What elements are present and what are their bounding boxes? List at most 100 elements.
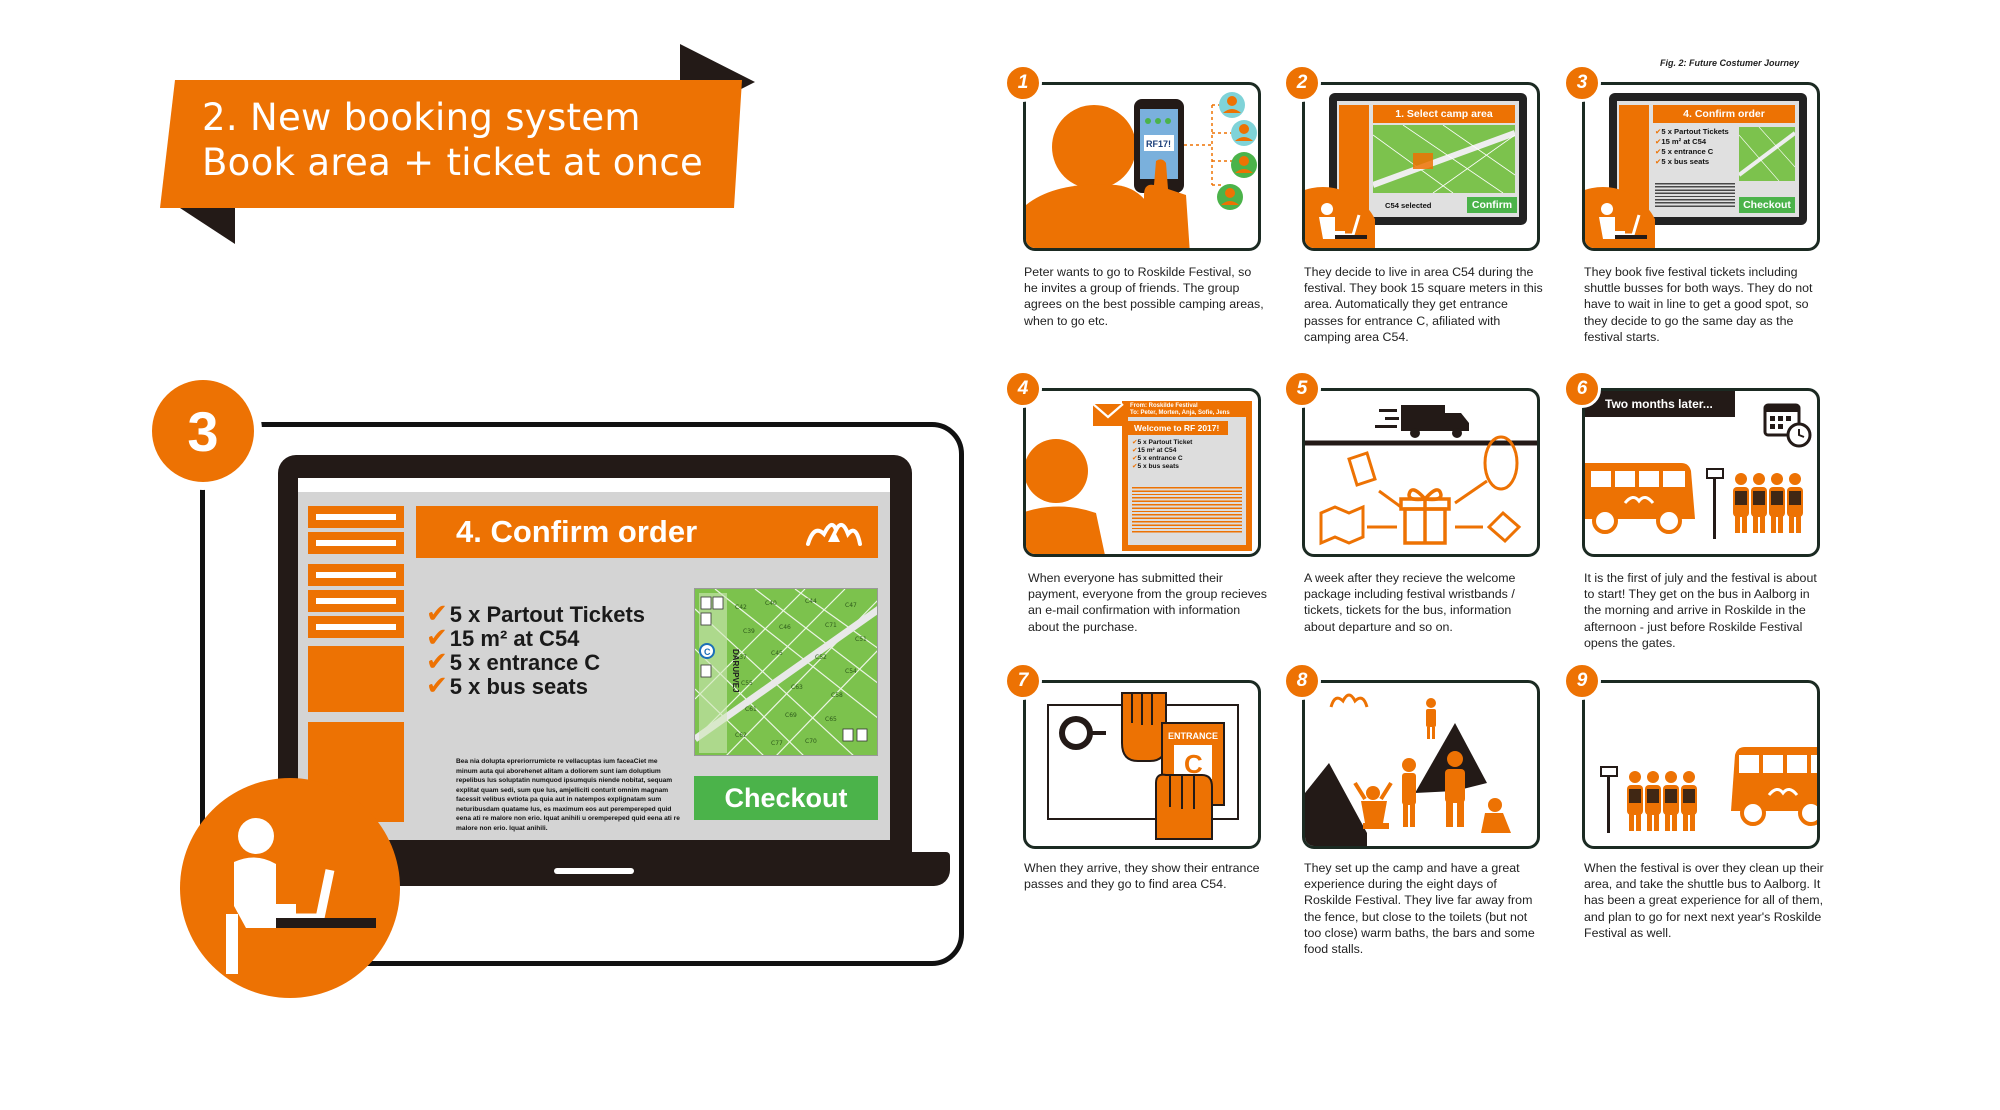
selection-status: C54 selected bbox=[1385, 201, 1432, 210]
friends-invite-illustration: RF17! bbox=[1026, 92, 1257, 248]
step-number-badge: 1 bbox=[1004, 64, 1042, 102]
step-number-badge: 3 bbox=[1563, 64, 1601, 102]
confirm-button[interactable]: Confirm bbox=[1467, 197, 1517, 213]
story-panel-9 bbox=[1582, 680, 1820, 849]
friend-avatar-icon bbox=[1217, 92, 1257, 210]
email-to: To: Peter, Morten, Anja, Sofie, Jens bbox=[1130, 410, 1230, 416]
story-panel-3: 4. Confirm order ✔5 x Partout Tickets ✔1… bbox=[1582, 82, 1820, 251]
title-banner: 2. New booking system Book area + ticket… bbox=[160, 40, 760, 250]
order-item: ✔15 m² at C54 bbox=[426, 622, 580, 652]
festival-logo-icon bbox=[1329, 693, 1369, 708]
camping-illustration bbox=[1305, 693, 1511, 846]
checkout-button[interactable]: Checkout bbox=[1739, 197, 1795, 213]
svg-text:RF17!: RF17! bbox=[1146, 139, 1171, 149]
map-icon bbox=[1319, 504, 1365, 546]
email-subject: Welcome to RF 2017! bbox=[1128, 421, 1228, 435]
entrance-pass-illustration: ENTRANCE C bbox=[1047, 692, 1239, 840]
person-at-laptop-icon bbox=[1585, 187, 1655, 248]
svg-text:C77: C77 bbox=[771, 740, 783, 747]
step-caption: When they arrive, they show their entran… bbox=[1024, 861, 1260, 892]
order-item: ✔15 m² at C54 bbox=[1132, 447, 1177, 454]
banner-line-1: 2. New booking system bbox=[202, 96, 641, 139]
sidebar-menu-item[interactable] bbox=[308, 616, 404, 638]
step-caption: When everyone has submitted their paymen… bbox=[1028, 571, 1267, 634]
svg-text:C40: C40 bbox=[765, 600, 777, 607]
person-icon bbox=[1353, 698, 1511, 833]
sidebar-menu-item[interactable] bbox=[308, 564, 404, 586]
step-caption: They book five festival tickets includin… bbox=[1584, 265, 1813, 344]
mail-icon bbox=[1092, 403, 1124, 426]
order-description: Bea nia dolupta epreriorrumicte re vella… bbox=[456, 758, 680, 832]
person-icon bbox=[226, 818, 376, 974]
person-at-laptop-icon bbox=[180, 778, 400, 998]
checkmark-icon: ✔ bbox=[426, 622, 448, 652]
story-panel-7: ENTRANCE C bbox=[1023, 680, 1261, 849]
confirm-order-title: 4. Confirm order bbox=[1653, 105, 1795, 123]
bus-icon bbox=[1585, 463, 1695, 534]
order-item: ✔5 x bus seats bbox=[1132, 463, 1179, 470]
ticket-icon bbox=[1486, 510, 1522, 544]
svg-text:C47: C47 bbox=[845, 602, 857, 609]
step-caption: Peter wants to go to Roskilde Festival, … bbox=[1024, 265, 1264, 328]
order-item: ✔5 x Partout Ticket bbox=[1132, 439, 1193, 446]
story-panel-2: 1. Select camp area C54 selected Confirm bbox=[1302, 82, 1540, 251]
laptop-screen: 4. Confirm order ✔5 x Partout Tickets ✔1… bbox=[298, 478, 890, 840]
svg-text:C52: C52 bbox=[815, 654, 827, 661]
checkout-button[interactable]: Checkout bbox=[694, 776, 878, 820]
scanner-icon bbox=[1059, 716, 1106, 750]
sidebar-menu-item[interactable] bbox=[308, 532, 404, 554]
sidebar-menu-item[interactable] bbox=[308, 590, 404, 612]
story-panel-8 bbox=[1302, 680, 1540, 849]
select-camp-title: 1. Select camp area bbox=[1373, 105, 1515, 123]
map-icon bbox=[1739, 127, 1795, 181]
step-number-badge: 6 bbox=[1563, 370, 1601, 408]
order-item: ✔15 m² at C54 bbox=[1655, 137, 1707, 146]
map-icon bbox=[1373, 125, 1515, 193]
svg-text:C39: C39 bbox=[743, 628, 755, 635]
svg-text:C70: C70 bbox=[805, 738, 817, 745]
sidebar-menu-item[interactable] bbox=[308, 506, 404, 528]
svg-text:C55: C55 bbox=[741, 680, 753, 687]
svg-text:C54: C54 bbox=[845, 668, 857, 675]
banner-line-2: Book area + ticket at once bbox=[202, 141, 704, 184]
svg-text:C65: C65 bbox=[825, 716, 837, 723]
return-trip-illustration bbox=[1600, 747, 1817, 833]
clock-icon bbox=[1786, 422, 1812, 448]
person-icon bbox=[1026, 439, 1105, 554]
step-caption: It is the first of july and the festival… bbox=[1584, 571, 1817, 650]
step-caption: When the festival is over they clean up … bbox=[1584, 861, 1824, 940]
figure-caption: Fig. 2: Future Costumer Journey bbox=[1660, 58, 1800, 68]
checkmark-icon: ✔ bbox=[426, 670, 448, 700]
gift-icon bbox=[1399, 488, 1451, 545]
svg-text:C: C bbox=[704, 647, 711, 657]
svg-text:C42: C42 bbox=[735, 604, 747, 611]
step-number-badge: 3 bbox=[144, 372, 262, 490]
order-item: ✔5 x entrance C bbox=[1655, 147, 1714, 156]
svg-text:C62: C62 bbox=[735, 732, 747, 739]
step-number-badge: 2 bbox=[1283, 64, 1321, 102]
step-caption: They decide to live in area C54 during t… bbox=[1304, 265, 1543, 344]
svg-text:C44: C44 bbox=[805, 598, 817, 605]
wristband-icon bbox=[1483, 435, 1519, 491]
step-caption: They set up the camp and have a great ex… bbox=[1304, 861, 1535, 957]
svg-text:C61: C61 bbox=[745, 706, 757, 713]
email-from: From: Roskilde Festival bbox=[1130, 403, 1198, 409]
order-item: ✔5 x entrance C bbox=[426, 646, 601, 676]
order-item: ✔5 x Partout Tickets bbox=[1655, 127, 1729, 136]
hand-icon bbox=[1121, 692, 1167, 762]
hand-icon bbox=[1155, 773, 1213, 840]
bus-icon bbox=[1731, 747, 1817, 826]
story-panel-5 bbox=[1302, 388, 1540, 557]
step-caption: A week after they recieve the welcome pa… bbox=[1304, 571, 1516, 634]
step-number-badge: 9 bbox=[1563, 662, 1601, 700]
svg-text:C69: C69 bbox=[785, 712, 797, 719]
festival-logo-icon bbox=[806, 522, 862, 546]
checkmark-icon: ✔ bbox=[426, 646, 448, 676]
order-item: ✔5 x Partout Tickets bbox=[426, 598, 646, 628]
svg-text:C71: C71 bbox=[825, 622, 837, 629]
confirm-order-header: 4. Confirm order bbox=[416, 506, 878, 558]
svg-text:C46: C46 bbox=[779, 624, 791, 631]
banner-ribbon-icon bbox=[160, 44, 755, 244]
